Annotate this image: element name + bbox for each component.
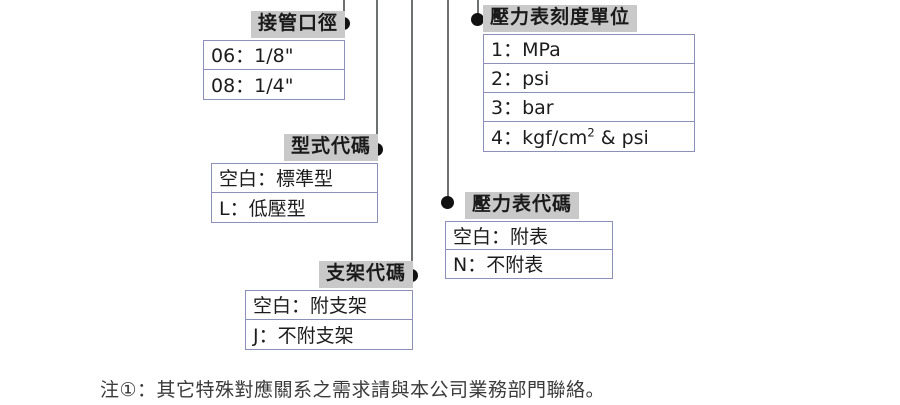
table-row: 1：MPa — [484, 35, 694, 64]
cell-value: 3：bar — [491, 97, 554, 120]
callout-table-pressure-gauge-unit: 1：MPa 2：psi 3：bar 4：kgf/cm2 & psi — [483, 33, 695, 152]
cell-value-prefix: 4：kgf/cm — [491, 126, 588, 149]
callout-header-port-size: 接管口徑 — [250, 11, 345, 38]
table-row: 空白：附表 — [446, 222, 612, 250]
cell-value: L：低壓型 — [219, 197, 306, 220]
table-row: 08：1/4" — [204, 70, 344, 99]
cell-value: N：不附表 — [453, 254, 544, 277]
cell-value: 06：1/8" — [211, 45, 294, 68]
callout-header-gauge-code: 壓力表代碼 — [465, 192, 580, 219]
cell-value: 08：1/4" — [211, 74, 294, 97]
table-row: 4：kgf/cm2 & psi — [484, 122, 694, 151]
callout-port-size: 接管口徑 06：1/8" 08：1/4" — [203, 11, 345, 100]
table-row: L：低壓型 — [212, 193, 377, 222]
callout-bracket-code: 支架代碼 空白：附支架 J：不附支架 — [245, 261, 413, 350]
callout-header-bracket-code: 支架代碼 — [318, 261, 413, 288]
table-row: 3：bar — [484, 93, 694, 122]
table-row: 空白：標準型 — [212, 164, 377, 193]
callout-gauge-code: 壓力表代碼 空白：附表 N：不附表 — [445, 192, 613, 279]
table-row: 空白：附支架 — [246, 291, 412, 320]
table-row: J：不附支架 — [246, 320, 412, 349]
callout-header-type-code: 型式代碼 — [283, 134, 378, 161]
cell-value: 空白：附表 — [453, 225, 549, 248]
cell-value: 1：MPa — [491, 39, 561, 62]
cell-value-suffix: & psi — [594, 126, 649, 149]
cell-value: J：不附支架 — [253, 324, 354, 347]
leader-line-gauge-code — [447, 0, 449, 201]
leader-line-bracket-code — [411, 0, 413, 274]
leader-line-pressure-gauge-unit — [477, 0, 479, 18]
cell-value: 空白：附支架 — [253, 295, 368, 318]
leader-dot-pressure-gauge-unit — [471, 13, 484, 26]
callout-pressure-gauge-unit: 壓力表刻度單位 1：MPa 2：psi 3：bar 4：kgf/cm2 & ps… — [483, 5, 695, 152]
callout-type-code: 型式代碼 空白：標準型 L：低壓型 — [211, 134, 378, 223]
cell-value: 空白：標準型 — [219, 168, 334, 191]
cell-value: 2：psi — [491, 68, 550, 91]
callout-table-type-code: 空白：標準型 L：低壓型 — [211, 162, 378, 223]
callout-table-bracket-code: 空白：附支架 J：不附支架 — [245, 289, 413, 350]
table-row: 06：1/8" — [204, 41, 344, 70]
footnote-text: 注①：其它特殊對應關系之需求請與本公司業務部門聯絡。 — [100, 379, 606, 401]
leader-dot-gauge-code — [441, 196, 454, 209]
cell-value-kgf: 4：kgf/cm2 & psi — [491, 123, 649, 150]
callout-table-gauge-code: 空白：附表 N：不附表 — [445, 220, 613, 279]
callout-table-port-size: 06：1/8" 08：1/4" — [203, 39, 345, 100]
cell-value-superscript: 2 — [587, 125, 595, 140]
table-row: N：不附表 — [446, 250, 612, 278]
table-row: 2：psi — [484, 64, 694, 93]
leader-line-type-code — [376, 0, 378, 148]
callout-header-pressure-gauge-unit: 壓力表刻度單位 — [483, 5, 638, 32]
